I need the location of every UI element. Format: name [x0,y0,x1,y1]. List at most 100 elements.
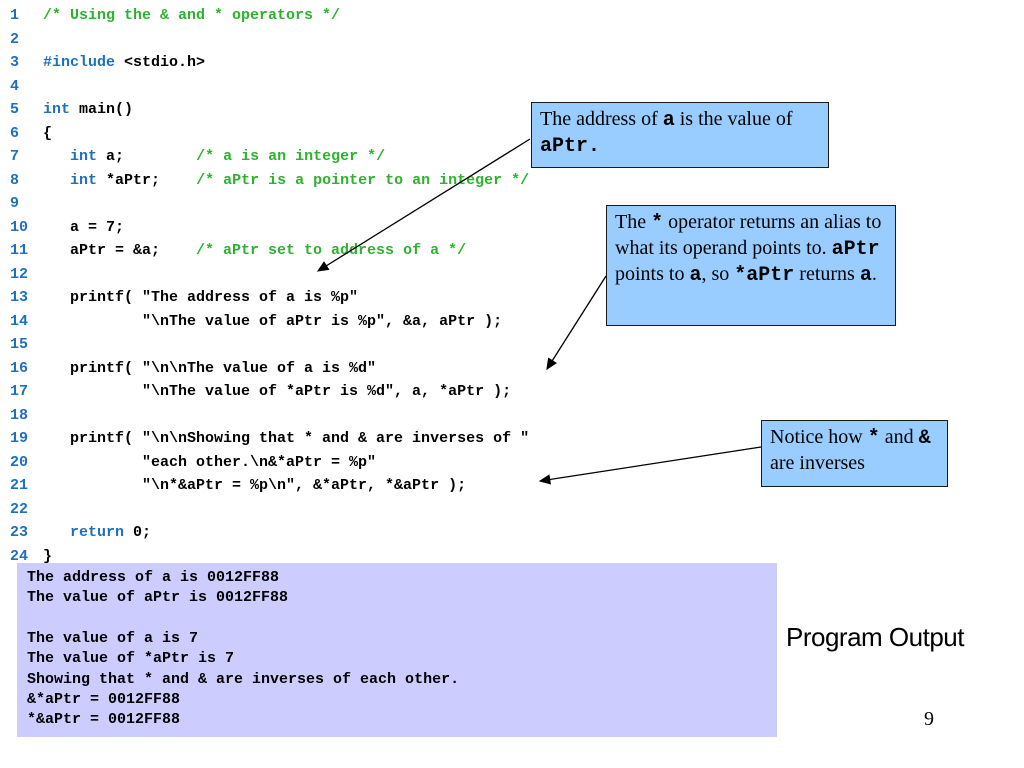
code-line: 19 printf( "\n\nShowing that * and & are… [0,427,700,450]
code-keyword: return [70,524,125,541]
code-line: 1 /* Using the & and * operators */ [0,4,700,27]
callout-text: Notice how [770,426,868,448]
code-line: 11 aPtr = &a; /* aPtr set to address of … [0,239,700,262]
code-line: 22 [0,498,700,521]
code-text: return 0; [43,521,151,544]
code-token: } [43,547,53,565]
line-number: 22 [10,500,29,518]
code-text: printf( "\n\nThe value of a is %d" [43,357,376,380]
code-line: 9 [0,192,700,215]
callout-text: points to [615,263,690,285]
code-line: 23 return 0; [0,521,700,544]
code-text: "\nThe value of aPtr is %p", &a, aPtr ); [43,310,502,333]
code-text: { [43,122,52,145]
code-line: 18 [0,404,700,427]
code-keyword: #include [43,54,116,71]
code-text: "\n*&aPtr = %p\n", &*aPtr, *&aPtr ); [43,474,466,497]
callout-text: returns [794,263,860,285]
line-number: 2 [10,30,20,48]
code-line: 7 int a; /* a is an integer */ [0,145,700,168]
callout-text: and [879,426,919,448]
code-line: 21 "\n*&aPtr = %p\n", &*aPtr, *&aPtr ); [0,474,700,497]
callout-text: , so [701,263,735,285]
line-number: 16 [10,359,29,377]
callout-code: aPtr. [540,135,601,158]
arrow-address [316,138,531,272]
code-token: main() [70,101,134,118]
line-number: 20 [10,453,29,471]
code-comment: /* a is an integer */ [196,148,386,165]
line-number: 8 [10,171,20,189]
line-number: 18 [10,406,29,424]
code-line: 20 "each other.\n&*aPtr = %p" [0,451,700,474]
callout-text: The [615,211,652,233]
line-number: 7 [10,148,20,165]
output-line: Showing that * and & are inverses of eac… [27,670,460,688]
code-line: 14 "\nThe value of aPtr is %p", &a, aPtr… [0,310,700,333]
code-text: int *aPtr; /* aPtr is a pointer to an in… [43,169,529,192]
code-text: aPtr = &a; /* aPtr set to address of a *… [43,239,466,262]
code-text: printf( "\n\nShowing that * and & are in… [43,427,529,450]
line-number: 5 [10,101,20,118]
line-number: 15 [10,336,29,353]
line-number: 9 [10,195,20,212]
callout-code: a [859,264,872,287]
code-token: aPtr = &a; [43,242,197,259]
code-token: *aPtr; [97,171,197,189]
code-line: 17 "\nThe value of *aPtr is %d", a, *aPt… [0,380,700,403]
code-token: a = 7; [43,218,125,236]
output-line: The value of *aPtr is 7 [27,650,235,668]
callout-code: a [662,109,675,132]
line-number: 14 [10,312,29,330]
line-number: 17 [10,383,29,400]
code-text: a = 7; [43,216,124,239]
code-line: 4 [0,75,700,98]
callout-code: aPtr [831,238,880,261]
callout-text: are inverses [770,452,865,474]
line-number: 24 [10,547,29,565]
code-token: printf( "\n\nShowing that * and & are in… [43,430,530,447]
code-line: 15 [0,333,700,356]
code-token: "\nThe value of aPtr is %p", &a, aPtr ); [43,312,503,330]
arrow-inverses [538,446,762,485]
line-number: 21 [10,477,29,494]
code-text: "each other.\n&*aPtr = %p" [43,451,376,474]
code-line: 8 int *aPtr; /* aPtr is a pointer to an … [0,169,700,192]
code-text: #include <stdio.h> [43,51,205,74]
line-number: 10 [10,218,29,236]
line-number: 19 [10,430,29,447]
code-line: 3#include <stdio.h> [0,51,700,74]
code-token: { [43,124,53,142]
output-line: The value of aPtr is 0012FF88 [27,589,289,607]
line-number: 4 [10,77,20,95]
callout-star-operator: The * operator returns an alias to what … [606,205,896,326]
code-token: a; [97,148,197,165]
callout-code: * [867,427,880,450]
code-keyword: int [70,171,98,189]
code-comment: /* aPtr is a pointer to an integer */ [196,171,530,189]
code-token: "\n*&aPtr = %p\n", &*aPtr, *&aPtr ); [43,477,467,494]
code-token: 0; [124,524,152,541]
slide-number: 9 [924,708,934,730]
code-line: 13 printf( "The address of a is %p" [0,286,700,309]
line-number: 1 [10,7,20,24]
callout-text: operator returns an alias to what its op… [615,211,882,259]
code-token: <stdio.h> [115,54,206,71]
code-line: 24} [0,545,700,568]
code-token: "each other.\n&*aPtr = %p" [43,453,377,471]
code-text: /* Using the & and * operators */ [43,4,340,27]
code-comment: /* Using the & and * operators */ [43,7,341,24]
code-text: int a; /* a is an integer */ [43,145,385,168]
callout-code: & [918,427,931,450]
code-text: } [43,545,52,568]
code-line: 12 [0,263,700,286]
program-output-label: Program Output [786,622,964,652]
callout-code: a [689,264,702,287]
code-line: 6{ [0,122,700,145]
code-keyword: int [43,101,71,118]
output-line: &*aPtr = 0012FF88 [27,690,181,708]
code-line: 2 [0,28,700,51]
code-token: printf( "\n\nThe value of a is %d" [43,359,377,377]
code-text: printf( "The address of a is %p" [43,286,358,309]
